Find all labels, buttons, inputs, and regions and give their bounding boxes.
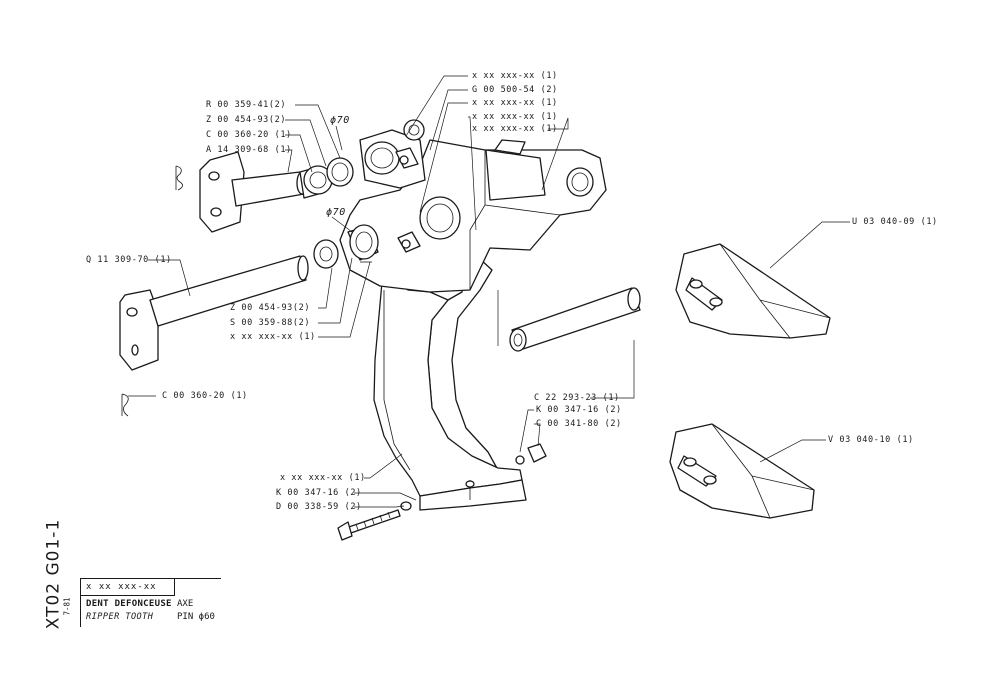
callout-top-2: G 00 500-54 (2) xyxy=(472,85,558,95)
callout-nut-1: K 00 347-16 (2) xyxy=(536,405,622,415)
lock-washer-bottom xyxy=(400,501,412,511)
title-block-ref: x xx xxx-xx xyxy=(81,579,175,596)
callout-tip-upper: U 03 040-09 (1) xyxy=(852,217,938,227)
callout-left-2: Z 00 454-93(2) xyxy=(206,115,287,125)
callout-left-4: A 14 309-68 (1) xyxy=(206,145,292,155)
callout-left-1: R 00 359-41(2) xyxy=(206,100,287,110)
dimension-upper: ϕ70 xyxy=(330,115,350,126)
callout-circlip: C 00 360-20 (1) xyxy=(162,391,248,401)
ripper-head xyxy=(339,119,607,293)
tooth-tip-lower xyxy=(669,423,815,519)
dimension-leader-upper xyxy=(335,125,343,151)
callout-top-3: x xx xxx-xx (1) xyxy=(472,98,558,108)
callout-pin: C 22 293-23 (1) xyxy=(534,393,620,403)
dimension-leader-lower xyxy=(331,216,353,233)
callout-bottom-3: D 00 338-59 (2) xyxy=(276,502,362,512)
callout-left-3: C 00 360-20 (1) xyxy=(206,130,292,140)
bolt xyxy=(337,509,401,541)
callout-top-1: x xx xxx-xx (1) xyxy=(472,71,558,81)
nut xyxy=(527,443,547,463)
ripper-shank xyxy=(365,247,527,511)
dimension-lower: ϕ70 xyxy=(326,207,346,218)
title-french: DENT DEFONCEUSE xyxy=(86,599,172,609)
circlip-icon-lower xyxy=(121,393,129,417)
callout-mid-1: Z 00 454-93(2) xyxy=(230,303,311,313)
lower-pin-assembly xyxy=(119,224,379,371)
callout-bottom-2: K 00 347-16 (2) xyxy=(276,488,362,498)
callout-bottom-1: x xx xxx-xx (1) xyxy=(280,473,366,483)
label-french: AXE xyxy=(177,599,194,609)
lock-washer-right xyxy=(515,455,525,465)
callout-top-4: x xx xxx-xx (1) xyxy=(472,112,558,122)
title-block: x xx xxx-xx DENT DEFONCEUSE RIPPER TOOTH… xyxy=(80,578,221,627)
callout-mid-2: S 00 359-88(2) xyxy=(230,318,311,328)
callout-mid-3: x xx xxx-xx (1) xyxy=(230,332,316,342)
callout-tip-lower: V 03 040-10 (1) xyxy=(828,435,914,445)
tooth-tip-upper xyxy=(675,243,831,339)
circlip-icon-upper xyxy=(175,165,183,191)
upper-pin-assembly xyxy=(199,151,354,233)
leader-lines xyxy=(128,75,850,508)
callout-nut-2: C 00 341-80 (2) xyxy=(536,419,622,429)
ripper-pin xyxy=(509,287,641,352)
label-english: PIN ϕ60 xyxy=(177,612,215,622)
callout-top-5: x xx xxx-xx (1) xyxy=(472,124,558,134)
title-english: RIPPER TOOTH xyxy=(86,612,154,622)
callout-lower-pin: Q 11 309-70 (1) xyxy=(86,255,172,265)
